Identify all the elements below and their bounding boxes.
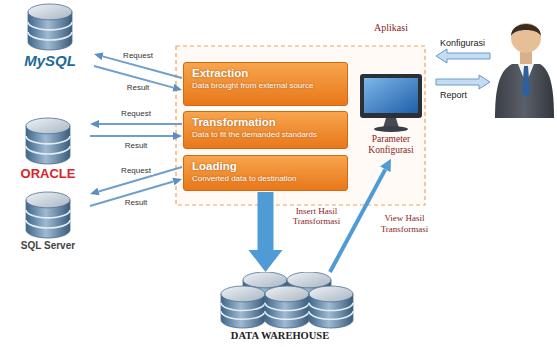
edge-label: Result	[123, 198, 150, 207]
edge-label: View Hasil Transformasi	[371, 213, 439, 234]
art-part	[374, 126, 408, 132]
node-label: MySQL	[8, 52, 92, 70]
art-part	[309, 303, 353, 311]
request-result-arrow	[99, 123, 182, 125]
process-box: TransformationData to fit the demanded s…	[183, 111, 348, 149]
edge-label: Request	[119, 109, 153, 118]
application-computer: AplikasiParameter Konfigurasi	[350, 22, 432, 157]
data-warehouse: DATA WAREHOUSE	[198, 272, 362, 343]
art-part	[28, 32, 72, 40]
art-part	[28, 4, 72, 20]
node-label: DATA WAREHOUSE	[198, 330, 362, 343]
art-part	[265, 311, 309, 319]
database-icon	[8, 190, 88, 240]
report-arrow	[436, 75, 490, 89]
request-result-arrow	[90, 182, 173, 206]
edge-label: Request	[119, 166, 153, 175]
art-part	[511, 24, 541, 36]
edge-label: Insert Hasil Transformasi	[286, 206, 348, 227]
art-part	[265, 286, 309, 302]
mysql-database: MySQL	[8, 2, 92, 70]
process-description: Data to fit the demanded standards	[192, 130, 339, 140]
sqlserver-database: SQL Server	[8, 190, 88, 252]
art-part	[26, 220, 70, 228]
insert-block-arrow	[258, 192, 274, 250]
art-part	[26, 146, 70, 154]
database-icon	[8, 2, 92, 52]
art-part	[287, 272, 331, 288]
art-part	[26, 192, 70, 208]
computer-icon	[350, 34, 432, 134]
edge-label: Request	[121, 51, 155, 60]
node-label: Aplikasi	[350, 22, 432, 34]
art-part	[522, 66, 530, 98]
art-part	[221, 286, 265, 302]
art-part	[309, 311, 353, 319]
art-part	[364, 78, 418, 113]
art-part	[309, 286, 353, 302]
database-icon	[8, 116, 88, 166]
oracle-database: ORACLE	[8, 116, 88, 182]
process-title: Extraction	[192, 67, 339, 81]
process-box: ExtractionData brought from external sou…	[183, 62, 348, 106]
edge-label: Result	[125, 83, 152, 92]
node-label: Parameter Konfigurasi	[350, 134, 432, 157]
process-title: Loading	[192, 160, 339, 174]
art-part	[26, 136, 70, 144]
process-title: Transformation	[192, 116, 339, 130]
etl-region	[176, 46, 425, 205]
process-description: Data brought from external source	[192, 81, 339, 91]
art-part	[243, 272, 287, 288]
art-part	[265, 303, 309, 311]
art-part	[520, 52, 532, 64]
node-label: SQL Server	[8, 240, 88, 252]
process-description: Converted data to destination	[192, 174, 339, 184]
edge-label: Result	[123, 141, 150, 150]
art-part	[28, 22, 72, 30]
node-label: ORACLE	[8, 166, 88, 182]
art-part	[495, 64, 554, 118]
art-part	[511, 23, 541, 53]
art-part	[26, 118, 70, 134]
arrow-label: Report	[440, 90, 467, 100]
config-arrow	[436, 49, 490, 63]
process-box: LoadingConverted data to destination	[183, 155, 348, 191]
art-part	[221, 303, 265, 311]
arrow-label: Konfigurasi	[440, 38, 485, 48]
request-result-arrow	[90, 135, 173, 137]
art-part	[221, 311, 265, 319]
database-icon	[198, 272, 362, 330]
art-part	[360, 74, 422, 118]
art-part	[26, 210, 70, 218]
person-figure	[495, 23, 554, 118]
